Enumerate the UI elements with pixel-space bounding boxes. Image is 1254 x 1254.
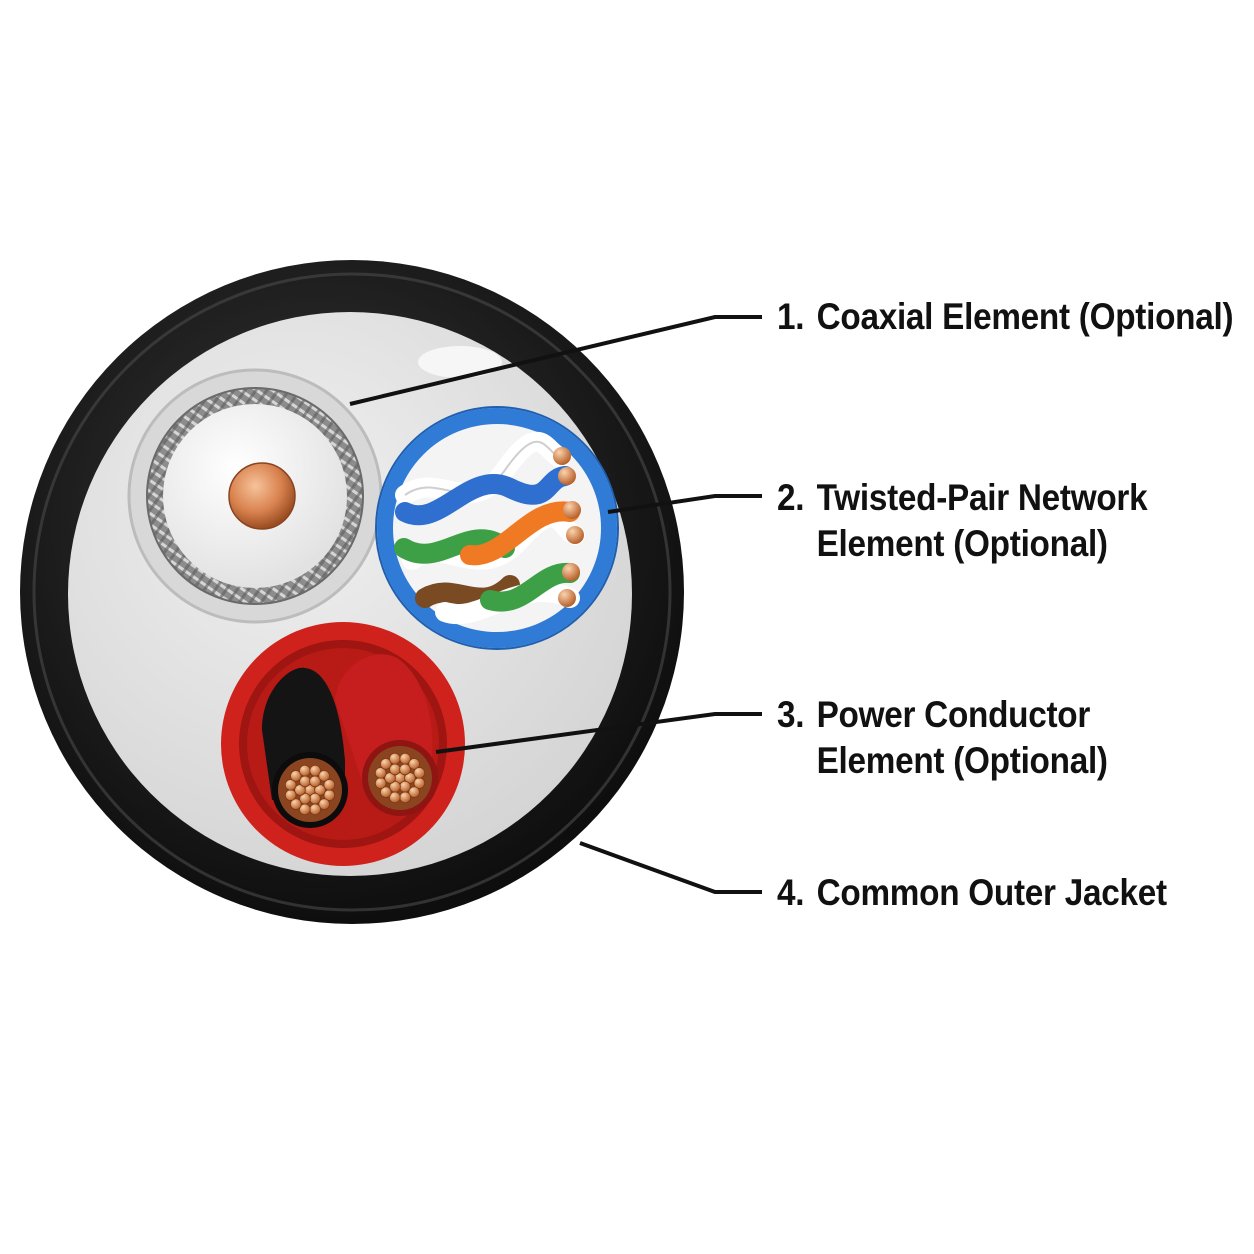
copper-strand [374,777,387,789]
callout-3-text-line2: Element (Optional) [816,740,1108,781]
copper-strand [389,791,401,804]
copper-strand [399,791,411,804]
callout-1-number: 1. [777,296,805,337]
copper-strand [318,770,330,782]
callout-4-number: 4. [777,872,805,913]
copper-strand [309,803,321,816]
callout-2-number: 2. [777,477,805,518]
copper-strand [314,784,326,796]
copper-strand [408,786,420,798]
leader-line-3 [435,712,762,754]
leader-line-1 [349,315,762,406]
coax-center-conductor [228,462,296,530]
callout-3-text-line1: Power Conductor [816,694,1091,735]
copper-strand [323,779,336,791]
copper-strand [389,752,401,765]
copper-strand [380,758,392,770]
copper-strand [374,767,387,779]
copper-strand [408,758,420,770]
copper-strand [284,789,297,801]
callout-1-text: Coaxial Element (Optional) [816,296,1234,337]
copper-strand [380,786,392,798]
callout-4-label: 4. Common Outer Jacket [777,870,1167,916]
callout-3-number: 3. [777,694,805,735]
filler-highlight [418,346,502,378]
pair-brown [415,562,580,625]
pair-orange [394,501,585,570]
strands-red [374,752,426,804]
twisted-pair-element [375,406,619,650]
leader-line-2 [607,494,762,514]
callout-4-text: Common Outer Jacket [816,872,1167,913]
copper-strand [299,764,311,777]
copper-strand [318,798,330,810]
copper-strand [290,798,302,810]
copper-strand [290,770,302,782]
leader-line-4 [579,841,762,894]
copper-strand [413,767,426,779]
power-conductor-element [221,622,465,866]
copper-strand [294,784,306,796]
coaxial-element [127,368,383,624]
copper-strand [299,803,311,816]
callout-2-label: 2. Twisted-Pair Network Element (Optional… [777,475,1148,567]
copper-strand [309,764,321,777]
callout-1-label: 1. Coaxial Element (Optional) [777,294,1234,340]
leader-lines [349,315,762,894]
strands-black [284,764,336,816]
copper-strand [384,772,396,784]
copper-strand [399,752,411,765]
copper-strand [284,779,297,791]
callout-2-text-line1: Twisted-Pair Network [816,477,1148,518]
copper-strand [404,772,416,784]
callout-3-label: 3. Power Conductor Element (Optional) [777,692,1108,784]
pair-blue [395,431,576,526]
callout-2-text-line2: Element (Optional) [816,523,1108,564]
